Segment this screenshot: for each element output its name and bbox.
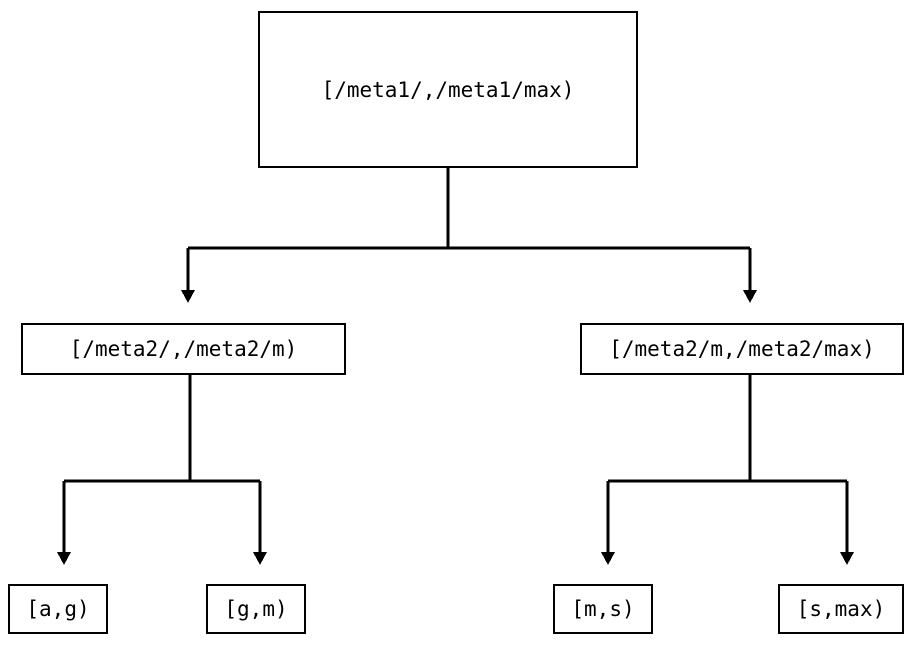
node-middle-left[interactable]: [/meta2/,/meta2/m) [21,323,346,375]
node-leaf-g-m[interactable]: [g,m) [206,584,306,634]
node-root[interactable]: [/meta1/,/meta1/max) [258,11,638,168]
arrowhead-leaf-4 [840,552,854,565]
arrowhead-leaf-1 [57,552,71,565]
node-leaf-m-s[interactable]: [m,s) [553,584,653,634]
arrowhead-mid-right [743,290,757,303]
arrowhead-leaf-2 [253,552,267,565]
arrowhead-leaf-3 [601,552,615,565]
node-middle-right[interactable]: [/meta2/m,/meta2/max) [580,323,904,375]
arrowhead-mid-left [181,290,195,303]
node-leaf-a-g[interactable]: [a,g) [8,584,108,634]
node-leaf-s-max[interactable]: [s,max) [778,584,904,634]
